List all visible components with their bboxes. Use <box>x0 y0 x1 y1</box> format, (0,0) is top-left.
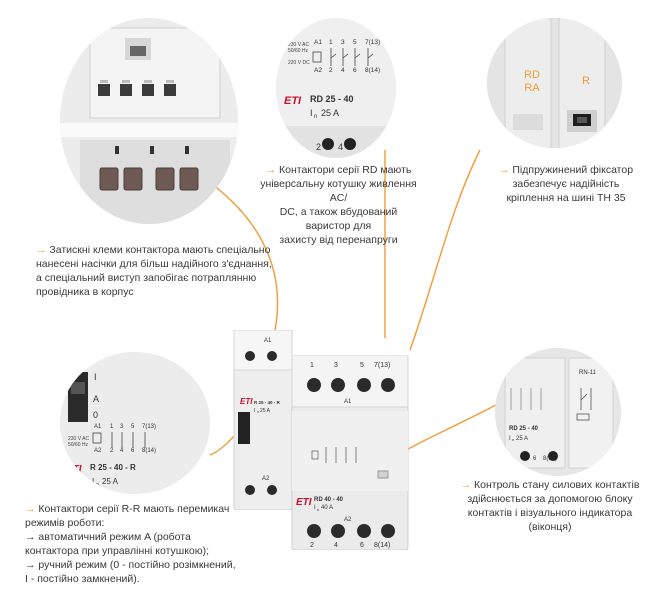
latch-label-left: RD RA <box>524 69 540 94</box>
current-value: 25 A <box>321 108 339 118</box>
mode-switch-closeup: I A 0 230 V AC 50/60 Hz A1 1 3 5 7(13) A… <box>60 352 210 494</box>
caption-status-control: → Контроль стану силових контактів здійс… <box>460 479 640 533</box>
terminal-label: 4 <box>334 542 338 549</box>
terminal-label: 6 <box>533 456 537 462</box>
terminal-label: 3 <box>120 424 124 430</box>
terminal-label: 2 <box>329 67 333 74</box>
current-symbol: I <box>92 477 94 486</box>
terminal-label: A1 <box>264 338 272 344</box>
terminal-label: 2 <box>316 142 321 152</box>
terminal-label: 4 <box>338 142 343 152</box>
block-tag: RN-11 <box>579 370 597 376</box>
switch-label-i: I <box>94 372 97 382</box>
brand-logo: ETI <box>284 95 302 107</box>
terminal-label: 1 <box>110 424 114 430</box>
contactor-r-r-device: A1 ETI R 25 - 40 - R I n 25 A A2 <box>232 329 294 511</box>
terminal-label: 2 <box>310 542 314 549</box>
caption-clamps: → Затискні клеми контактора мають спеціа… <box>36 244 272 298</box>
terminal-label: 4 <box>120 448 124 454</box>
switch-label-0: 0 <box>93 410 98 420</box>
terminal-label: A2 <box>262 476 270 482</box>
latch-label-right: R <box>582 75 590 87</box>
din-latch-closeup: RD RA R <box>487 18 622 148</box>
model-text: RD 25 - 40 <box>310 94 354 104</box>
coil-label-a1: A1 <box>344 399 352 405</box>
terminal-label: 1 <box>329 39 333 46</box>
terminal-label: 6 <box>353 67 357 74</box>
terminal-label: A2 <box>94 448 102 454</box>
terminal-label: 1 <box>310 362 314 369</box>
caption-rr-modes: → Контактори серії R-R мають перемикач р… <box>25 503 236 585</box>
terminal-label: 5 <box>353 39 357 46</box>
terminal-label: 7(13) <box>374 362 390 369</box>
caption-spring-latch: → Підпружинений фіксатор забезпечує наді… <box>498 164 634 204</box>
terminal-label: 6 <box>131 448 135 454</box>
current-subscript: n <box>512 437 514 442</box>
arrow-icon: → <box>25 503 36 515</box>
terminal-label: A2 <box>314 67 322 74</box>
current-subscript: n <box>96 482 99 488</box>
model-text: RD 25 - 40 <box>509 426 539 432</box>
arrow-icon: → <box>265 164 277 176</box>
current-symbol: I <box>310 108 313 118</box>
current-value: 25 A <box>102 477 119 486</box>
terminal-label: 2 <box>110 448 114 454</box>
coil-label-a2: A2 <box>344 517 352 523</box>
arrow-icon: → <box>36 244 47 256</box>
terminal-label: A1 <box>94 424 102 430</box>
model-text: R 25 - 40 - R <box>254 400 281 405</box>
connector-top-right <box>409 149 481 351</box>
model-text: R 25 - 40 - R <box>90 463 136 472</box>
spec-ac-text: 230 V AC <box>68 436 90 442</box>
terminal-label: 8(14) <box>365 67 380 74</box>
current-subscript: n <box>257 410 259 414</box>
terminal-label: 6 <box>360 542 364 549</box>
contactor-rd-40-device: 1 3 5 7(13) A1 ETI RD 40 - 40 I n 40 A A… <box>290 354 410 551</box>
brand-logo: ETI <box>296 497 312 508</box>
arrow-icon: → <box>460 479 472 491</box>
current-symbol: I <box>509 436 511 442</box>
arrow-icon: → <box>498 164 510 176</box>
spec-hz-text: 50/60 Hz <box>288 48 309 54</box>
terminal-label: 8(14) <box>374 542 390 549</box>
spec-ac-text: 230 V AC <box>288 42 310 48</box>
terminal-label: 5 <box>131 424 135 430</box>
current-subscript: n <box>314 114 317 120</box>
current-symbol: I <box>314 505 316 511</box>
terminal-clamps-closeup <box>60 18 238 224</box>
rd-label-closeup: 230 V AC 50/60 Hz 220 V DC A1 1 3 5 7(13… <box>276 18 396 158</box>
model-text: RD 40 - 40 <box>314 497 344 503</box>
current-subscript: n <box>317 507 319 512</box>
spec-hz-text: 50/60 Hz <box>68 442 89 448</box>
terminal-label: A1 <box>314 39 322 46</box>
current-value: 25 A <box>260 408 271 414</box>
spec-dc-text: 220 V DC <box>288 60 310 66</box>
indicator-closeup: RN-11 RD 25 - 40 I n 25 A 6 8(14) <box>495 348 621 476</box>
terminal-label: 4 <box>341 67 345 74</box>
terminal-label: 3 <box>334 362 338 369</box>
terminal-label: 8(14) <box>142 448 156 454</box>
terminal-label: 3 <box>341 39 345 46</box>
terminal-label: 5 <box>360 362 364 369</box>
brand-logo: ETI <box>240 397 253 406</box>
current-symbol: I <box>254 408 255 414</box>
current-value: 40 A <box>321 505 333 511</box>
caption-rd-coil: → Контактори серії RD мають універсальну… <box>260 164 417 246</box>
current-value: 25 A <box>516 436 528 442</box>
switch-label-a: A <box>93 394 99 404</box>
terminal-label: 7(13) <box>365 39 380 46</box>
terminal-label: 7(13) <box>142 424 156 430</box>
